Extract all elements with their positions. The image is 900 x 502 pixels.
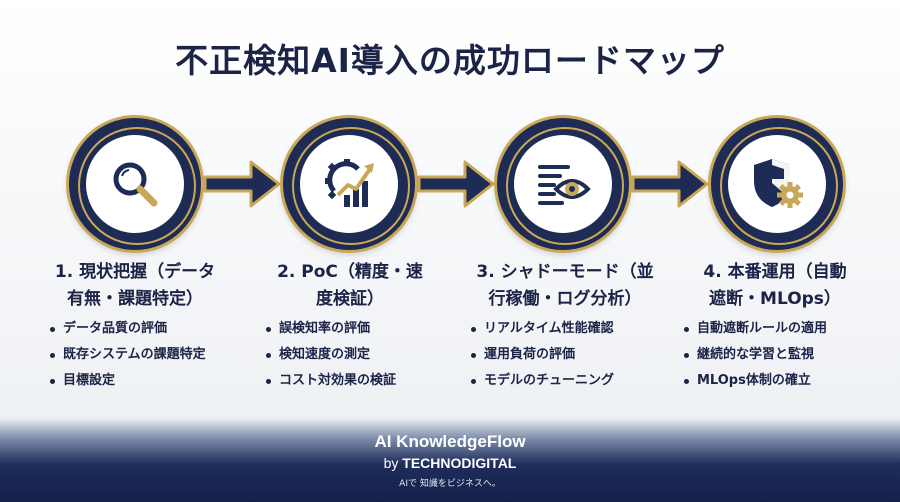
list-item: 検知速度の測定: [266, 342, 396, 368]
list-item: MLOps体制の確立: [684, 368, 827, 394]
list-item: 運用負荷の評価: [471, 342, 614, 368]
bullet-dot: [50, 326, 55, 332]
list-item: モデルのチューニング: [471, 368, 614, 394]
arrow-right-icon: [417, 160, 495, 208]
step-3-bullet-list: リアルタイム性能確認 運用負荷の評価 モデルのチューニング: [471, 316, 614, 394]
footer-tagline: AIで 知識をビジネスへ。: [399, 479, 501, 489]
bullet-dot: [266, 378, 271, 384]
step-3-badge: [497, 118, 629, 250]
step-1-badge: [69, 118, 201, 250]
step-3-heading: 3. シャドーモード（並 行稼働・ログ分析）: [476, 262, 654, 309]
bullet-dot: [684, 352, 689, 358]
bullet-dot: [684, 326, 689, 332]
page-title: 不正検知AI導入の成功ロードマップ: [175, 41, 725, 80]
list-item: 目標設定: [50, 368, 206, 394]
list-item: データ品質の評価: [50, 316, 206, 342]
list-item: 自動遮断ルールの適用: [684, 316, 827, 342]
bullet-dot: [471, 352, 476, 358]
step-4-heading: 4. 本番運用（自動 遮断・MLOps）: [703, 262, 847, 309]
step-2-heading: 2. PoC（精度・速 度検証）: [277, 262, 423, 309]
bullet-dot: [471, 326, 476, 332]
bullet-dot: [50, 352, 55, 358]
step-4-badge: [711, 118, 843, 250]
step-1-heading: 1. 現状把握（データ 有無・課題特定）: [54, 262, 216, 309]
step-2-bullet-list: 誤検知率の評価 検知速度の測定 コスト対効果の検証: [266, 316, 396, 394]
list-item: 継続的な学習と監視: [684, 342, 827, 368]
footer-company: by TECHNODIGITAL: [383, 455, 517, 471]
magnifier-icon: [113, 162, 158, 207]
bullet-dot: [684, 378, 689, 384]
step-2-badge: [283, 118, 415, 250]
shield-gear-icon: [754, 159, 803, 208]
list-item: リアルタイム性能確認: [471, 316, 614, 342]
bullet-dot: [471, 378, 476, 384]
footer-band: [0, 418, 900, 502]
eye-list-icon: [538, 165, 591, 205]
bullet-dot: [266, 352, 271, 358]
list-item: 誤検知率の評価: [266, 316, 396, 342]
step-1-bullet-list: データ品質の評価 既存システムの課題特定 目標設定: [50, 316, 206, 394]
footer-brand: AI KnowledgeFlow: [374, 432, 526, 451]
list-item: 既存システムの課題特定: [50, 342, 206, 368]
bullet-dot: [266, 326, 271, 332]
bullet-dot: [50, 378, 55, 384]
gear-chart-icon: [325, 159, 374, 207]
arrow-right-icon: [203, 160, 281, 208]
step-4-bullet-list: 自動遮断ルールの適用 継続的な学習と監視 MLOps体制の確立: [684, 316, 827, 394]
list-item: コスト対効果の検証: [266, 368, 396, 394]
arrow-right-icon: [631, 160, 709, 208]
